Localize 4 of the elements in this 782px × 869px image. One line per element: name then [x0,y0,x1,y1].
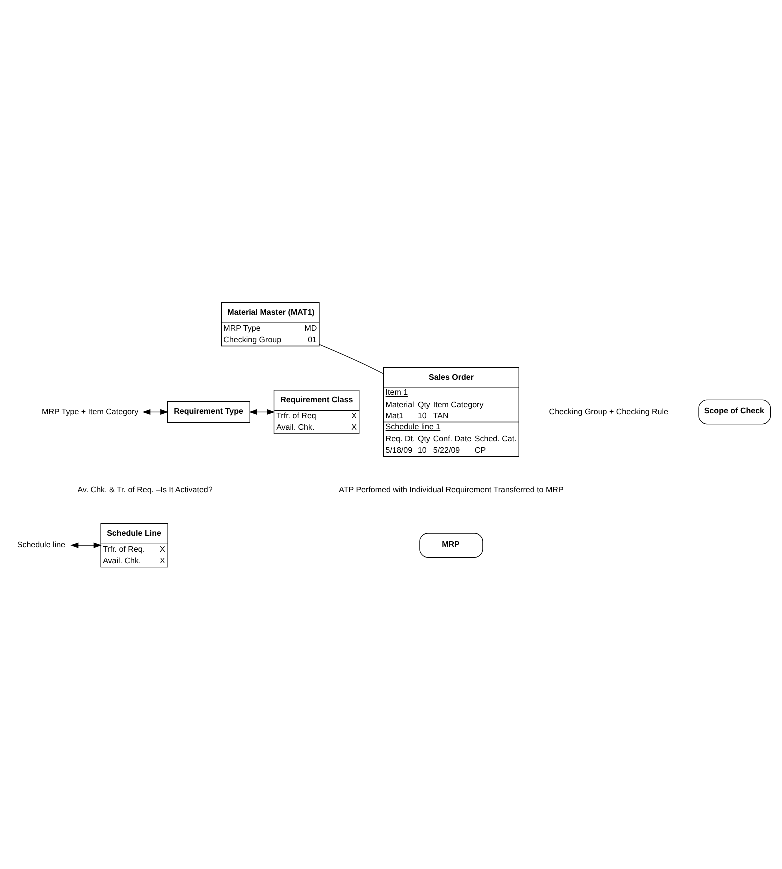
connector [319,344,384,374]
arrow [70,542,102,548]
arrow [142,408,169,415]
arrow [249,408,276,415]
